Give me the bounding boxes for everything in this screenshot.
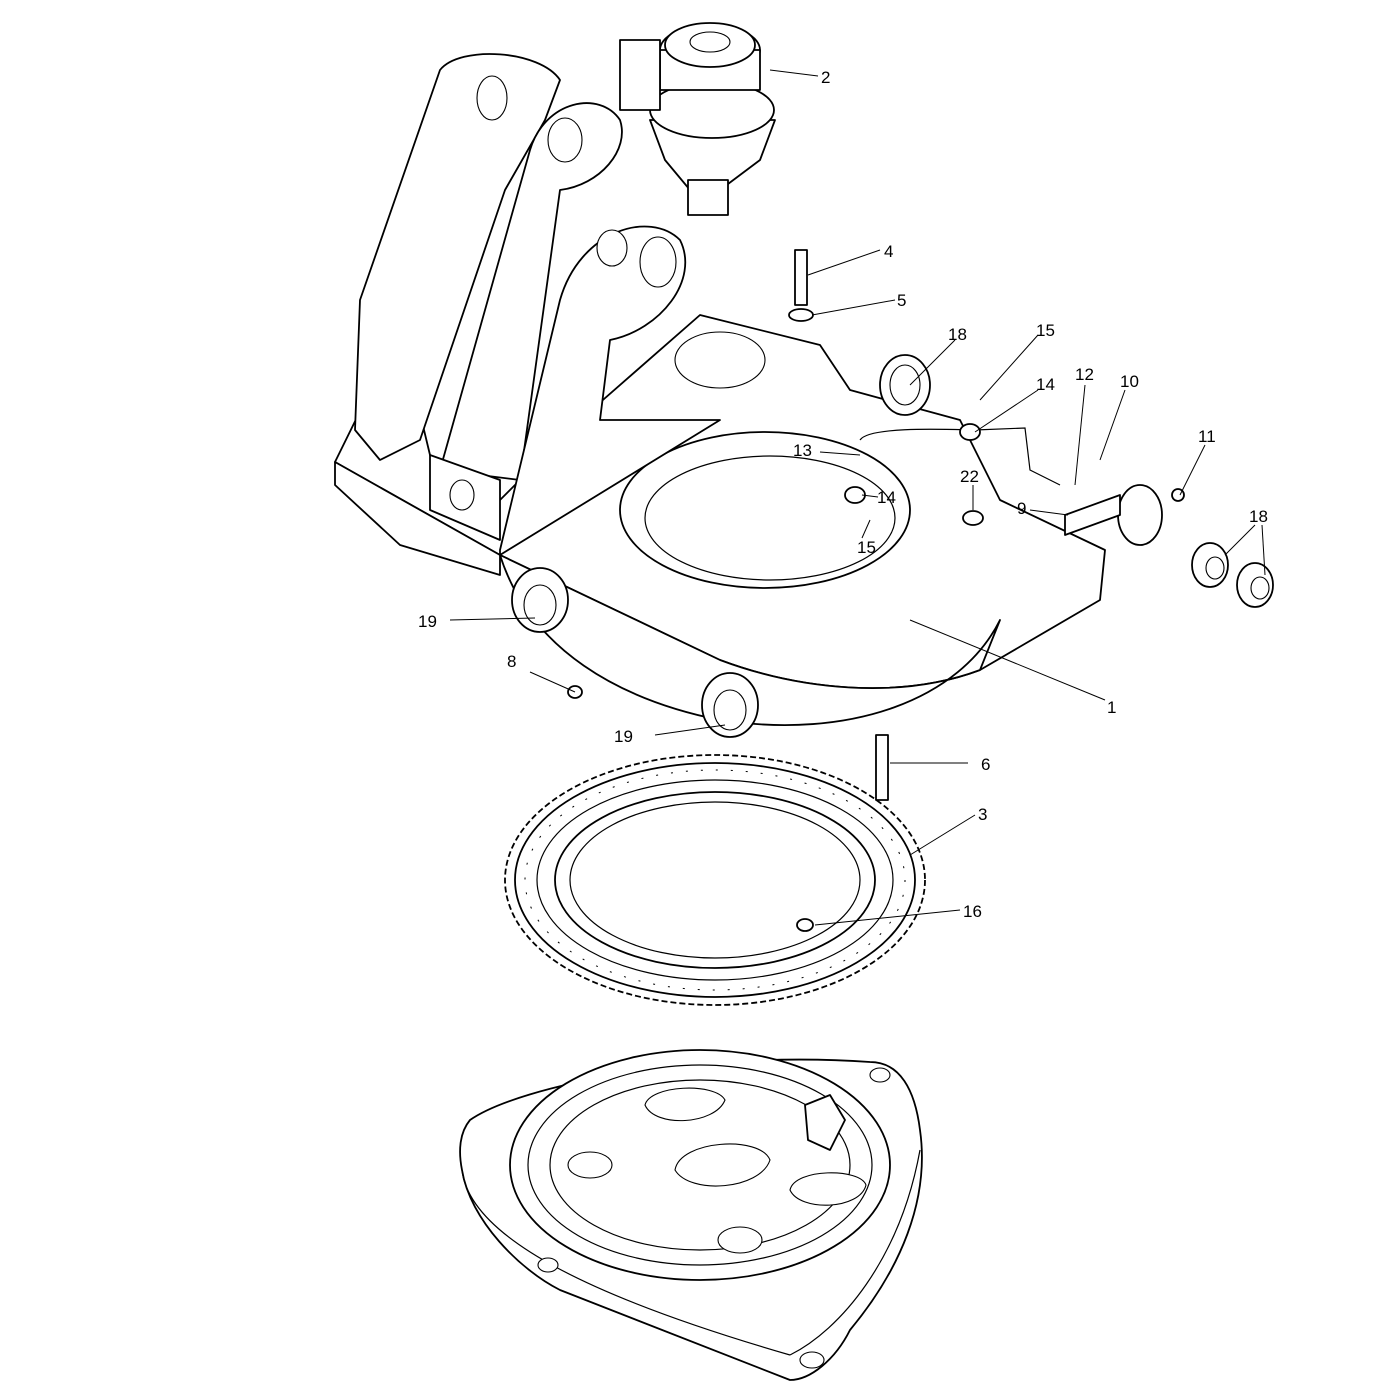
callout-18a: 18	[948, 325, 967, 344]
callout-12: 12	[1075, 365, 1094, 384]
callout-labels: 1 2 3 4 5 6 8 9 10 11 12 13 14 14 15 15 …	[418, 68, 1268, 921]
swing-drive-motor	[619, 22, 776, 216]
callout-4: 4	[884, 242, 893, 261]
callout-18b: 18	[1249, 507, 1268, 526]
callout-13: 13	[793, 441, 812, 460]
callout-1: 1	[1107, 698, 1116, 717]
callout-19a: 19	[418, 612, 437, 631]
callout-5: 5	[897, 291, 906, 310]
callout-9: 9	[1017, 499, 1026, 518]
callout-14b: 14	[877, 488, 896, 507]
callout-16: 16	[963, 902, 982, 921]
callout-19b: 19	[614, 727, 633, 746]
callout-10: 10	[1120, 372, 1139, 391]
callout-3: 3	[978, 805, 987, 824]
slewing-ring	[504, 754, 926, 1006]
callout-2: 2	[821, 68, 830, 87]
callout-6: 6	[981, 755, 990, 774]
lower-chassis-plate	[459, 1049, 923, 1381]
callout-15a: 15	[1036, 321, 1055, 340]
leader-lines	[449, 69, 1266, 926]
callout-11: 11	[1198, 427, 1216, 446]
hardware	[567, 249, 1185, 932]
boom-mounting-brackets	[354, 53, 721, 556]
callout-22: 22	[960, 467, 979, 486]
callout-8: 8	[507, 652, 516, 671]
callout-15b: 15	[857, 538, 876, 557]
callout-14a: 14	[1036, 375, 1055, 394]
turntable-frame	[334, 314, 1106, 726]
